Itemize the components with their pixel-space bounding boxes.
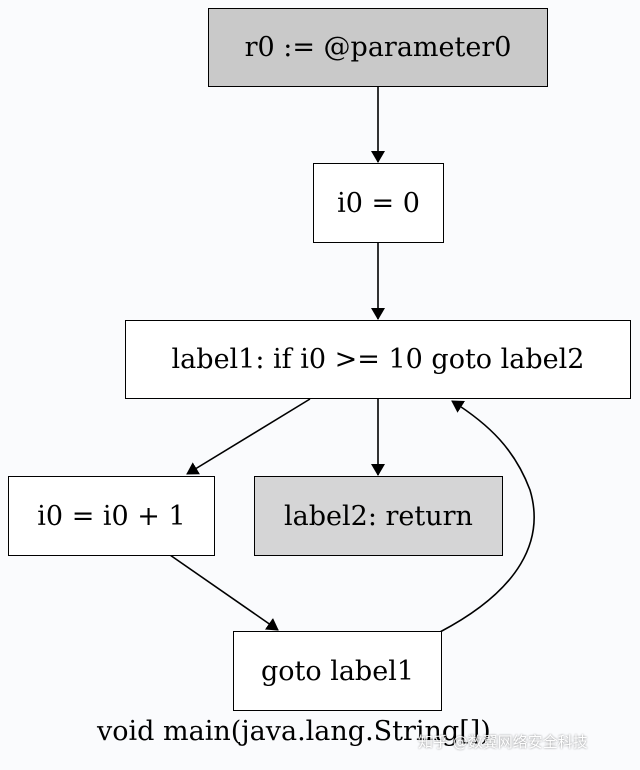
node-label: i0 = 0 <box>337 187 420 219</box>
node-entry-parameter: r0 := @parameter0 <box>208 8 548 87</box>
edge-n3-n5 <box>169 554 279 631</box>
watermark: 知乎 @数翼网络安全科技 <box>418 733 588 751</box>
node-init-i0: i0 = 0 <box>313 163 444 243</box>
node-increment-i0: i0 = i0 + 1 <box>8 476 215 556</box>
edge-n2-n3 <box>186 398 311 475</box>
node-label2-return: label2: return <box>254 476 503 556</box>
node-label: label2: return <box>284 500 473 532</box>
node-label: label1: if i0 >= 10 goto label2 <box>171 344 585 375</box>
edge-n5-n2 <box>439 400 535 633</box>
node-label: goto label1 <box>260 655 415 687</box>
node-label1-condition: label1: if i0 >= 10 goto label2 <box>125 320 631 399</box>
node-label: i0 = i0 + 1 <box>37 500 186 532</box>
graph-caption: void main(java.lang.String[]) <box>97 716 491 747</box>
node-label: r0 := @parameter0 <box>244 32 512 63</box>
node-goto-label1: goto label1 <box>233 631 442 711</box>
